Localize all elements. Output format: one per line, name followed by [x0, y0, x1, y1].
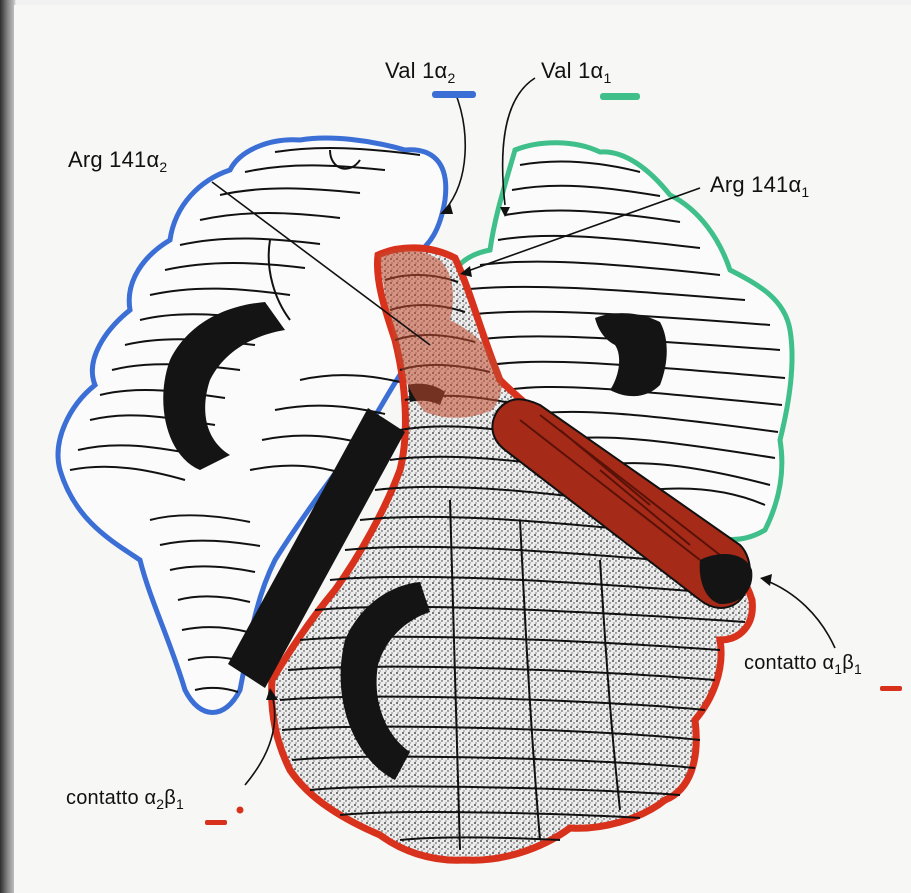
label-contact-a1b1: contatto α1β1 [744, 652, 862, 675]
blue-marker-underline [432, 91, 476, 98]
label-contact-a1b1-main: contatto α [744, 652, 834, 674]
label-arg141-alpha2-main: Arg 141α [68, 147, 159, 172]
label-contact-a1b1-mid: β [842, 652, 854, 674]
label-arg141-alpha2: Arg 141α2 [68, 147, 167, 173]
arrowhead-contact-a1b1 [760, 574, 772, 586]
label-contact-a2b1-sub2: 1 [176, 796, 184, 812]
label-contact-a2b1: contatto α2β1 [66, 787, 184, 810]
label-val1-alpha1-main: Val 1α [541, 58, 603, 83]
label-val1-alpha2-main: Val 1α [385, 58, 447, 83]
label-arg141-alpha1-sub: 1 [801, 184, 809, 200]
label-val1-alpha1: Val 1α1 [541, 58, 611, 84]
label-contact-a1b1-sub2: 1 [854, 661, 862, 677]
label-arg141-alpha1: Arg 141α1 [710, 172, 809, 198]
label-contact-a2b1-main: contatto α [66, 787, 156, 809]
label-val1-alpha2-sub: 2 [447, 70, 455, 86]
green-marker-underline [600, 93, 640, 100]
label-val1-alpha2: Val 1α2 [385, 58, 455, 84]
red-dot [237, 807, 244, 814]
red-marker-underline-a2 [205, 820, 227, 825]
label-val1-alpha1-sub: 1 [603, 70, 611, 86]
label-arg141-alpha1-main: Arg 141α [710, 172, 801, 197]
red-marker-underline [880, 686, 902, 691]
label-contact-a2b1-sub1: 2 [156, 796, 164, 812]
label-contact-a2b1-mid: β [164, 787, 176, 809]
label-arg141-alpha2-sub: 2 [159, 159, 167, 175]
label-contact-a1b1-sub1: 1 [834, 661, 842, 677]
pointer-contact-a1b1 [765, 580, 835, 648]
